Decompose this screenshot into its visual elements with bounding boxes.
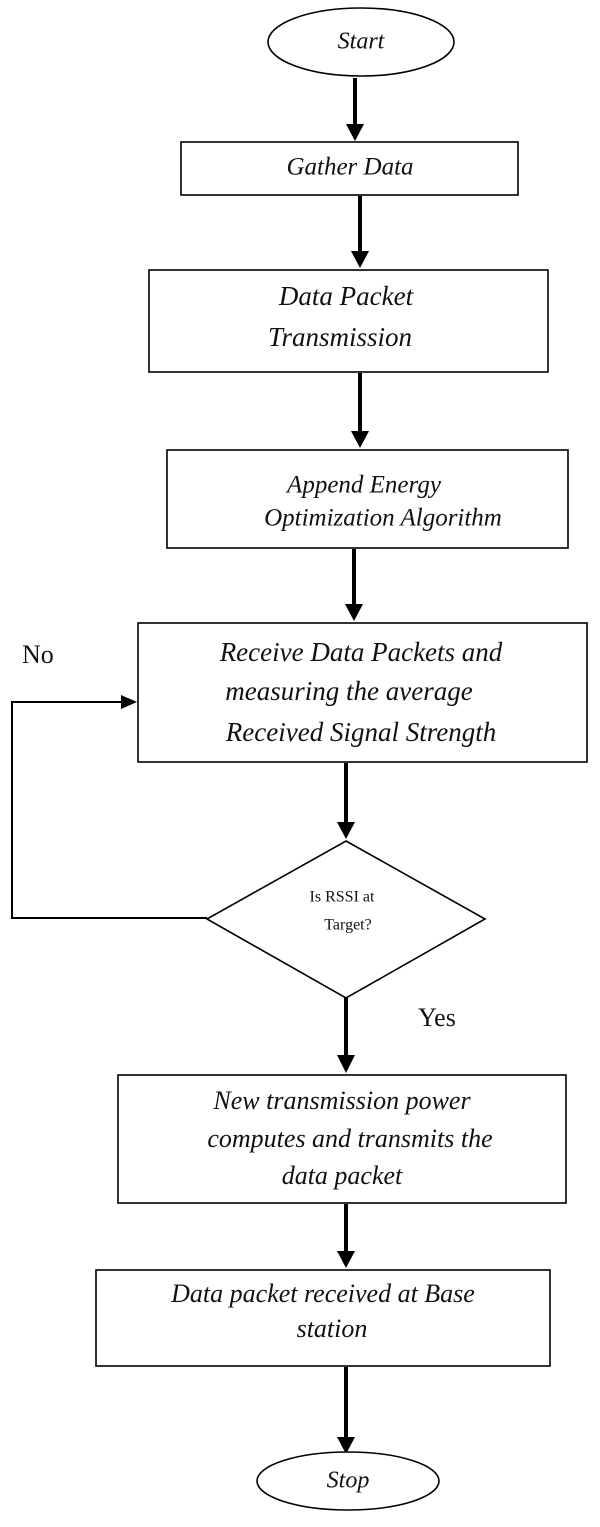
transmission-line1: Data Packet <box>278 281 415 311</box>
compute-line1: New transmission power <box>212 1086 471 1115</box>
append-line1: Append Energy <box>285 472 442 499</box>
decision-line1: Is RSSI at <box>310 889 375 906</box>
append-energy-node: Append Energy Optimization Algorithm <box>166 449 569 549</box>
new-transmission-power-node: New transmission power computes and tran… <box>117 1074 567 1204</box>
decision-line2: Target? <box>324 917 371 934</box>
arrowhead-decision <box>337 822 355 839</box>
arrowhead-receive <box>345 604 363 621</box>
no-label: No <box>22 640 54 669</box>
arrowhead-no-loop <box>121 695 137 709</box>
transmission-line2: Transmission <box>268 322 412 352</box>
append-line2: Optimization Algorithm <box>264 505 502 532</box>
arrowhead-append <box>351 431 369 448</box>
receive-line1: Receive Data Packets and <box>219 637 503 667</box>
yes-label: Yes <box>418 1003 456 1032</box>
receive-line2: measuring the average <box>225 676 472 706</box>
stop-label: Stop <box>327 1468 370 1494</box>
arrow-no-loop <box>11 701 207 919</box>
receive-data-packets-node: Receive Data Packets and measuring the a… <box>137 622 588 763</box>
arrowhead-transmission <box>351 251 369 268</box>
compute-line2: computes and transmits the <box>207 1124 492 1153</box>
arrowhead-stop <box>337 1437 355 1454</box>
start-node: Start <box>267 7 455 77</box>
receive-line3: Received Signal Strength <box>225 717 496 747</box>
data-packet-transmission-node: Data Packet Transmission <box>148 269 549 373</box>
gather-data-node: Gather Data <box>180 141 519 196</box>
start-label: Start <box>338 29 386 55</box>
base-line1: Data packet received at Base <box>170 1279 475 1308</box>
compute-line3: data packet <box>282 1161 403 1190</box>
connectors <box>11 78 369 1454</box>
stop-node: Stop <box>256 1451 440 1511</box>
arrowhead-gather <box>346 124 364 141</box>
arrowhead-base <box>337 1251 355 1268</box>
arrowhead-compute <box>337 1055 355 1073</box>
base-station-node: Data packet received at Base station <box>95 1269 551 1367</box>
base-line2: station <box>297 1314 368 1343</box>
gather-data-label: Gather Data <box>286 154 413 181</box>
rssi-decision-node: Is RSSI at Target? <box>205 840 487 999</box>
